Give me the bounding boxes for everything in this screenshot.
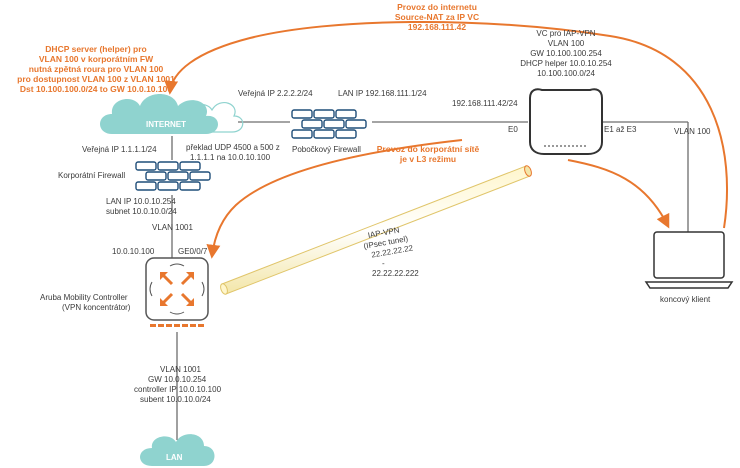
controller-role: (VPN koncentrátor) <box>62 303 131 312</box>
branch-lan-ip: LAN IP 192.168.111.1/24 <box>338 89 427 98</box>
dhcp-note-line-1: DHCP server (helper) pro <box>45 44 146 54</box>
controller-name: Aruba Mobility Controller <box>40 293 128 302</box>
client-traffic-arrow <box>567 159 670 229</box>
branch-firewall: Veřejná IP 2.2.2.2/24 LAN IP 192.168.111… <box>238 89 427 154</box>
dhcp-note-line-5: Dst 10.100.100.0/24 to GW 10.0.10.100 <box>20 84 172 94</box>
ap-port-e1-e3: E1 až E3 <box>604 125 637 134</box>
udp-note-line-2: 1.1.1.1 na 10.0.10.100 <box>190 153 271 162</box>
traffic-arrows <box>164 21 728 259</box>
branch-firewall-label: Pobočkový Firewall <box>292 145 361 154</box>
controller-subnet: subent 10.0.10.0/24 <box>140 395 211 404</box>
dhcp-note-line-3: nutná zpětná roura pro VLAN 100 <box>29 64 164 74</box>
corp-traffic-note-line-1: Provoz do korporátní sítě <box>377 144 480 154</box>
laptop-icon <box>644 231 734 289</box>
controller-port-label: GE0/0/7 <box>178 247 208 256</box>
ap-vlan-label: VLAN 100 <box>674 127 711 136</box>
internet-cloud-label: INTERNET <box>146 120 186 129</box>
lan-cloud: LAN <box>140 434 215 466</box>
brick-firewall-icon <box>135 161 211 191</box>
cloud-icon <box>100 94 244 134</box>
corporate-subnet: subnet 10.0.10.0/24 <box>106 207 177 216</box>
tunnel-icon <box>220 165 532 295</box>
corp-traffic-note-line-2: je v L3 režimu <box>399 154 456 164</box>
ap-port-e0: E0 <box>508 125 518 134</box>
mobility-controller: Aruba Mobility Controller (VPN koncentrá… <box>40 257 222 404</box>
corporate-firewall-label: Korporátní Firewall <box>58 171 125 180</box>
top-annotation-line-1: Provoz do internetu <box>397 2 477 12</box>
internet-traffic-arrow <box>164 21 728 229</box>
vc-note-line-1: VC pro IAP-VPN <box>536 29 595 38</box>
controller-gw: GW 10.0.10.254 <box>148 375 207 384</box>
udp-note-line-1: překlad UDP 4500 a 500 z <box>186 143 280 152</box>
vc-note-line-5: 10.100.100.0/24 <box>537 69 595 78</box>
client-label: koncový klient <box>660 295 711 304</box>
tunnel-label-line-4: - <box>382 259 385 268</box>
vc-note-line-4: DHCP helper 10.0.10.254 <box>520 59 612 68</box>
ap-ip-label: 192.168.111.42/24 <box>452 99 518 108</box>
corp-traffic-note: Provoz do korporátní sítě je v L3 režimu <box>377 144 480 164</box>
dhcp-note: DHCP server (helper) pro VLAN 100 v korp… <box>17 44 175 94</box>
cloud-icon <box>140 434 215 466</box>
dhcp-note-line-4: pro dostupnost VLAN 100 z VLAN 1001 <box>17 74 175 84</box>
branch-public-ip: Veřejná IP 2.2.2.2/24 <box>238 89 313 98</box>
controller-vlan: VLAN 1001 <box>160 365 201 374</box>
top-annotation-line-3: 192.168.111.42 <box>408 22 466 32</box>
client: koncový klient <box>644 231 734 304</box>
top-annotation-line-2: Source-NAT za IP VC <box>395 12 479 22</box>
access-point-icon <box>529 88 603 155</box>
dhcp-note-line-2: VLAN 100 v korporátním FW <box>39 54 154 64</box>
internet-cloud: INTERNET <box>100 94 244 134</box>
corporate-vlan-label: VLAN 1001 <box>152 223 193 232</box>
controller-ip-label: 10.0.10.100 <box>112 247 155 256</box>
brick-firewall-icon <box>291 109 367 139</box>
vc-note-line-2: VLAN 100 <box>548 39 585 48</box>
corporate-lan-ip: LAN IP 10.0.10.254 <box>106 197 176 206</box>
corporate-firewall: Veřejná IP 1.1.1.1/24 překlad UDP 4500 a… <box>58 143 280 256</box>
tunnel-label-line-5: 22.22.22.222 <box>372 269 419 278</box>
top-annotation: Provoz do internetu Source-NAT za IP VC … <box>395 2 479 32</box>
controller-ip: controller IP 10.0.10.100 <box>134 385 222 394</box>
vc-note-line-3: GW 10.100.100.254 <box>530 49 602 58</box>
corp-traffic-arrow <box>206 139 463 259</box>
lan-cloud-label: LAN <box>166 453 183 462</box>
access-point: 192.168.111.42/24 E0 E1 až E3 VLAN 100 <box>452 88 711 155</box>
corporate-public-ip: Veřejná IP 1.1.1.1/24 <box>82 145 157 154</box>
mobility-controller-icon <box>145 257 209 327</box>
vc-note: VC pro IAP-VPN VLAN 100 GW 10.100.100.25… <box>520 29 612 78</box>
connection-lines <box>171 121 689 440</box>
